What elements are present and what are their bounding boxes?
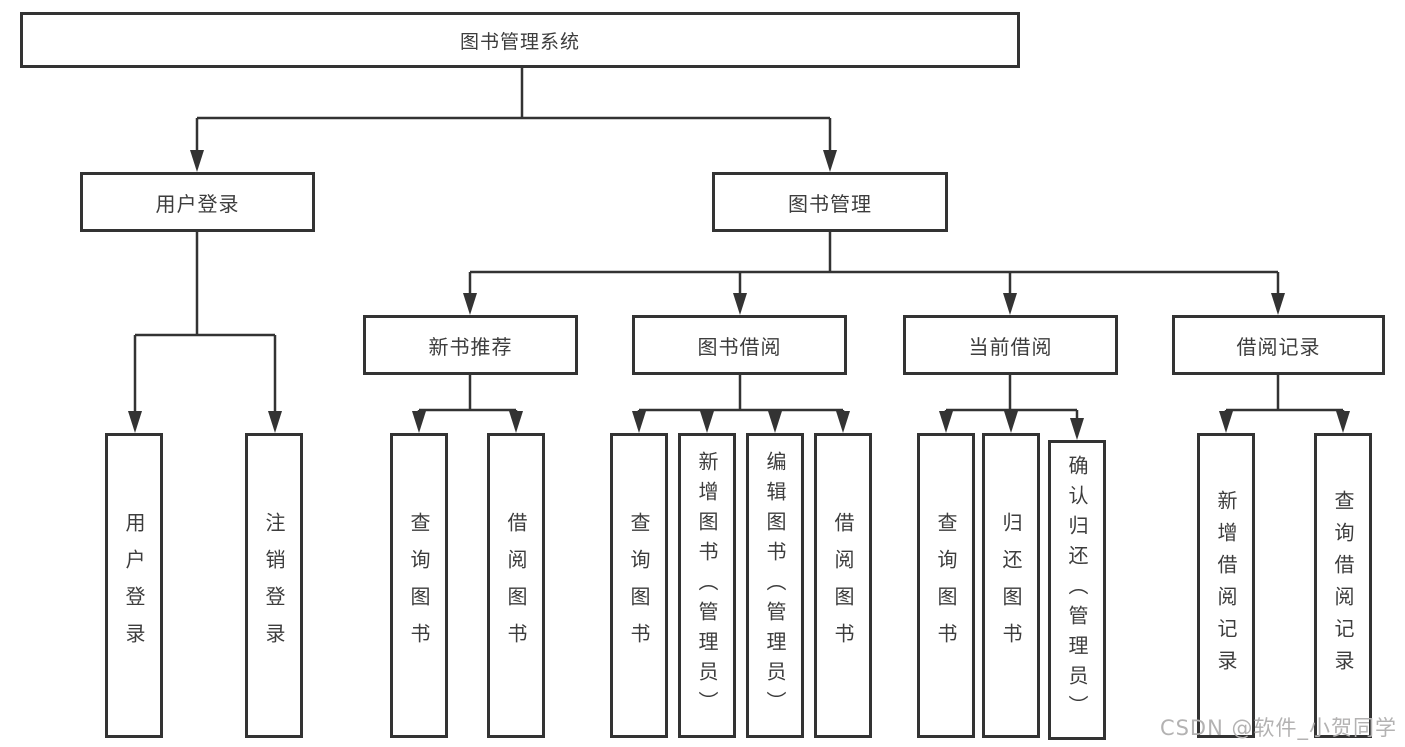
leaf-borrowing-query-books-label: 查询图书	[627, 511, 651, 660]
leaf-current-confirm-return-admin: 确认归还（管理员）	[1048, 440, 1106, 740]
leaf-logout-label: 注销登录	[262, 511, 286, 660]
csdn-watermark: CSDN @软件_小贺同学	[1159, 716, 1397, 740]
node-new-book-recommend-label: 新书推荐	[428, 334, 513, 359]
node-current-borrowing-label: 当前借阅	[968, 334, 1053, 359]
leaf-borrowing-borrow-books: 借阅图书	[814, 433, 872, 738]
leaf-user-login: 用户登录	[105, 433, 163, 738]
leaf-current-return-books-label: 归还图书	[999, 511, 1023, 660]
leaf-logout: 注销登录	[245, 433, 303, 738]
node-book-borrowing: 图书借阅	[632, 315, 847, 375]
node-borrowing-records-label: 借阅记录	[1236, 334, 1321, 359]
leaf-borrowing-query-books: 查询图书	[610, 433, 668, 738]
leaf-current-return-books: 归还图书	[982, 433, 1040, 738]
node-book-borrowing-label: 图书借阅	[697, 334, 782, 359]
leaf-records-add-record: 新增借阅记录	[1197, 433, 1255, 738]
leaf-records-query-record-label: 查询借阅记录	[1331, 489, 1355, 682]
node-root: 图书管理系统	[20, 12, 1020, 68]
arrowheads	[128, 150, 1350, 440]
node-borrowing-records: 借阅记录	[1172, 315, 1385, 375]
leaf-current-query-books: 查询图书	[917, 433, 975, 738]
leaf-current-query-books-label: 查询图书	[934, 511, 958, 660]
leaf-records-query-record: 查询借阅记录	[1314, 433, 1372, 738]
node-new-book-recommend: 新书推荐	[363, 315, 578, 375]
node-book-management: 图书管理	[712, 172, 948, 232]
node-user-login: 用户登录	[80, 172, 315, 232]
leaf-recommend-query-books-label: 查询图书	[407, 511, 431, 660]
leaf-borrowing-add-books-admin: 新增图书（管理员）	[678, 433, 736, 738]
node-user-login-label: 用户登录	[155, 191, 240, 216]
leaf-records-add-record-label: 新增借阅记录	[1214, 489, 1238, 682]
leaf-recommend-borrow-books-label: 借阅图书	[504, 511, 528, 660]
node-book-management-label: 图书管理	[788, 191, 872, 216]
leaf-borrowing-borrow-books-label: 借阅图书	[831, 511, 855, 660]
node-root-label: 图书管理系统	[459, 30, 580, 53]
leaf-recommend-query-books: 查询图书	[390, 433, 448, 738]
leaf-borrowing-edit-books-admin-label: 编辑图书（管理员）	[763, 450, 787, 721]
leaf-borrowing-edit-books-admin: 编辑图书（管理员）	[746, 433, 804, 738]
leaf-recommend-borrow-books: 借阅图书	[487, 433, 545, 738]
node-current-borrowing: 当前借阅	[903, 315, 1118, 375]
leaf-current-confirm-return-admin-label: 确认归还（管理员）	[1065, 455, 1089, 725]
leaf-borrowing-add-books-admin-label: 新增图书（管理员）	[695, 450, 719, 721]
leaf-user-login-label: 用户登录	[122, 511, 146, 660]
